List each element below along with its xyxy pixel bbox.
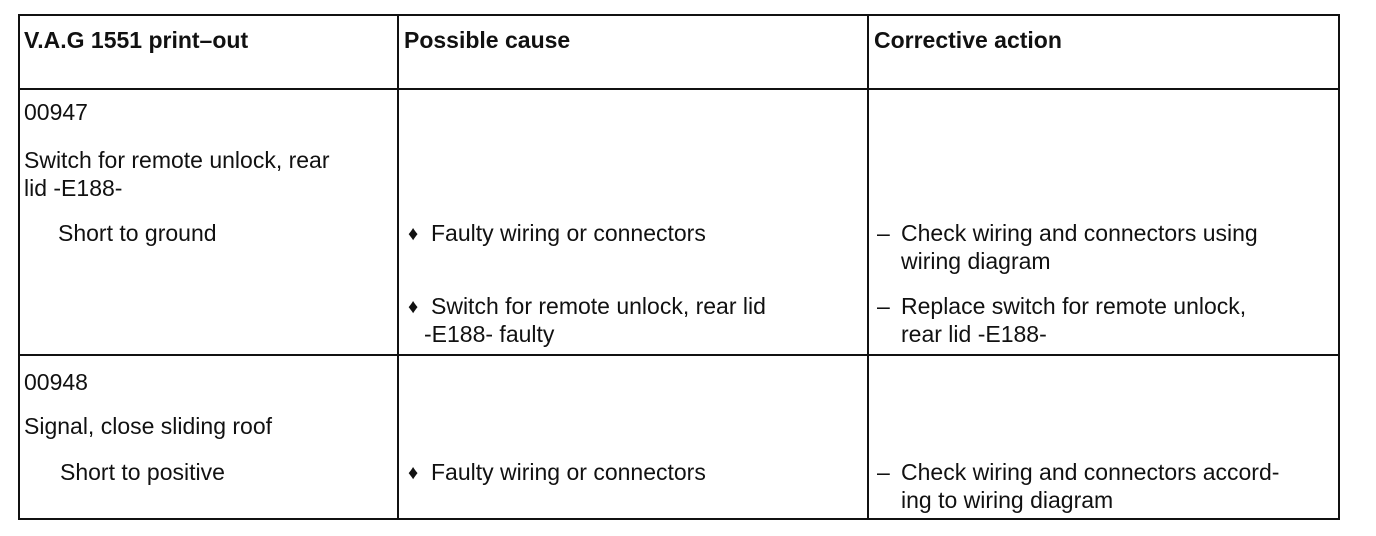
header-corrective-action: Corrective action xyxy=(874,27,1062,53)
bullet-icon: ♦ xyxy=(408,296,419,318)
possible-cause-line: Faulty wiring or connectors xyxy=(431,459,706,485)
column-divider xyxy=(397,16,399,518)
corrective-action-line: ing to wiring diagram xyxy=(901,487,1114,513)
fault-code-table: V.A.G 1551 print–out Possible cause Corr… xyxy=(18,14,1340,520)
corrective-action-line: wiring diagram xyxy=(901,248,1051,274)
corrective-action-line: Replace switch for remote unlock, xyxy=(901,293,1247,319)
possible-cause-line: -E188- faulty xyxy=(424,321,555,347)
dash-icon: – xyxy=(877,293,890,319)
header-divider xyxy=(20,88,1338,90)
corrective-action-line: Check wiring and connectors accord- xyxy=(901,459,1280,485)
fault-type: Short to positive xyxy=(60,459,225,485)
component-name-line: Switch for remote unlock, rear xyxy=(24,147,330,173)
dash-icon: – xyxy=(877,220,890,246)
possible-cause-line: Faulty wiring or connectors xyxy=(431,220,706,246)
dash-icon: – xyxy=(877,459,890,485)
fault-code: 00947 xyxy=(24,99,88,125)
fault-code: 00948 xyxy=(24,369,88,395)
possible-cause-line: Switch for remote unlock, rear lid xyxy=(431,293,766,319)
bullet-icon: ♦ xyxy=(408,462,419,484)
corrective-action-line: rear lid -E188- xyxy=(901,321,1047,347)
header-printout: V.A.G 1551 print–out xyxy=(24,27,249,53)
row-divider xyxy=(20,354,1338,356)
component-name-line: lid -E188- xyxy=(24,175,123,201)
fault-type: Short to ground xyxy=(58,220,217,246)
corrective-action-line: Check wiring and connectors using xyxy=(901,220,1258,246)
bullet-icon: ♦ xyxy=(408,223,419,245)
header-possible-cause: Possible cause xyxy=(404,27,571,53)
component-name-line: Signal, close sliding roof xyxy=(24,413,273,439)
column-divider xyxy=(867,16,869,518)
